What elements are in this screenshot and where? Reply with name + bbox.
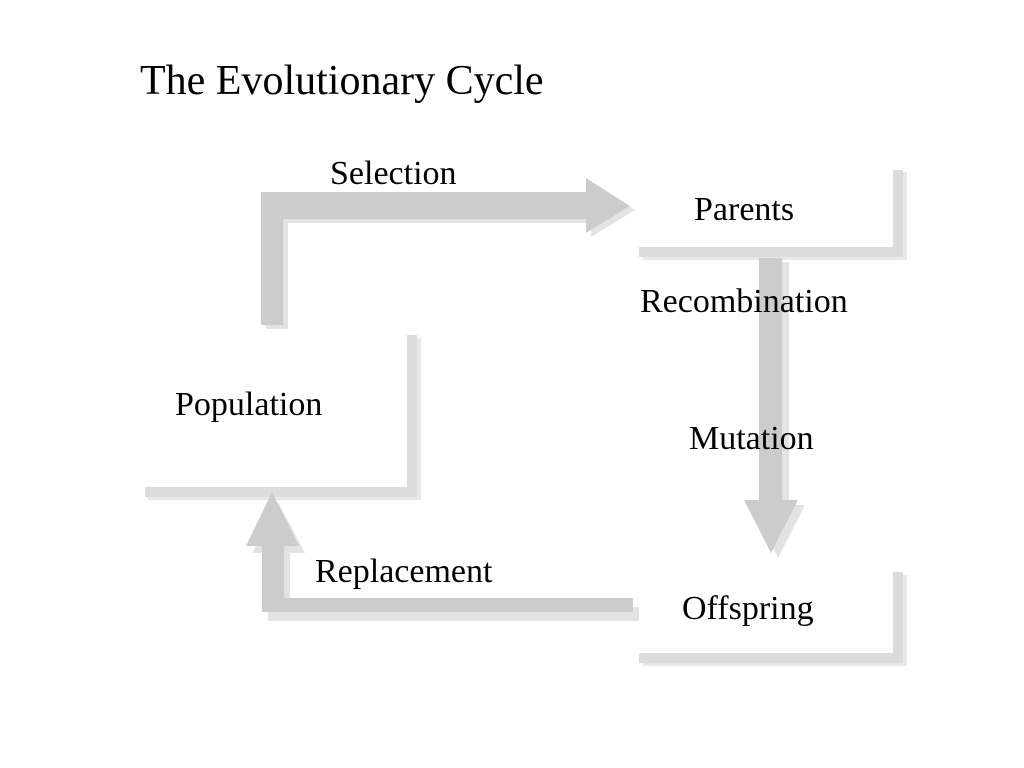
page-title: The Evolutionary Cycle — [140, 58, 544, 104]
node-label-population: Population — [175, 386, 323, 423]
replacement-arrow — [246, 492, 639, 621]
edge-label-mutation: Mutation — [689, 420, 814, 457]
edge-label-selection: Selection — [330, 155, 457, 192]
population-bracket — [145, 335, 421, 500]
recombination-mutation-arrow — [744, 258, 805, 558]
selection-arrow — [261, 178, 635, 329]
parents-bracket — [639, 170, 907, 260]
edge-label-recombination: Recombination — [640, 283, 848, 320]
edge-label-replacement: Replacement — [315, 553, 493, 590]
node-label-offspring: Offspring — [682, 590, 814, 627]
node-label-parents: Parents — [694, 191, 795, 228]
offspring-bracket — [639, 572, 907, 666]
